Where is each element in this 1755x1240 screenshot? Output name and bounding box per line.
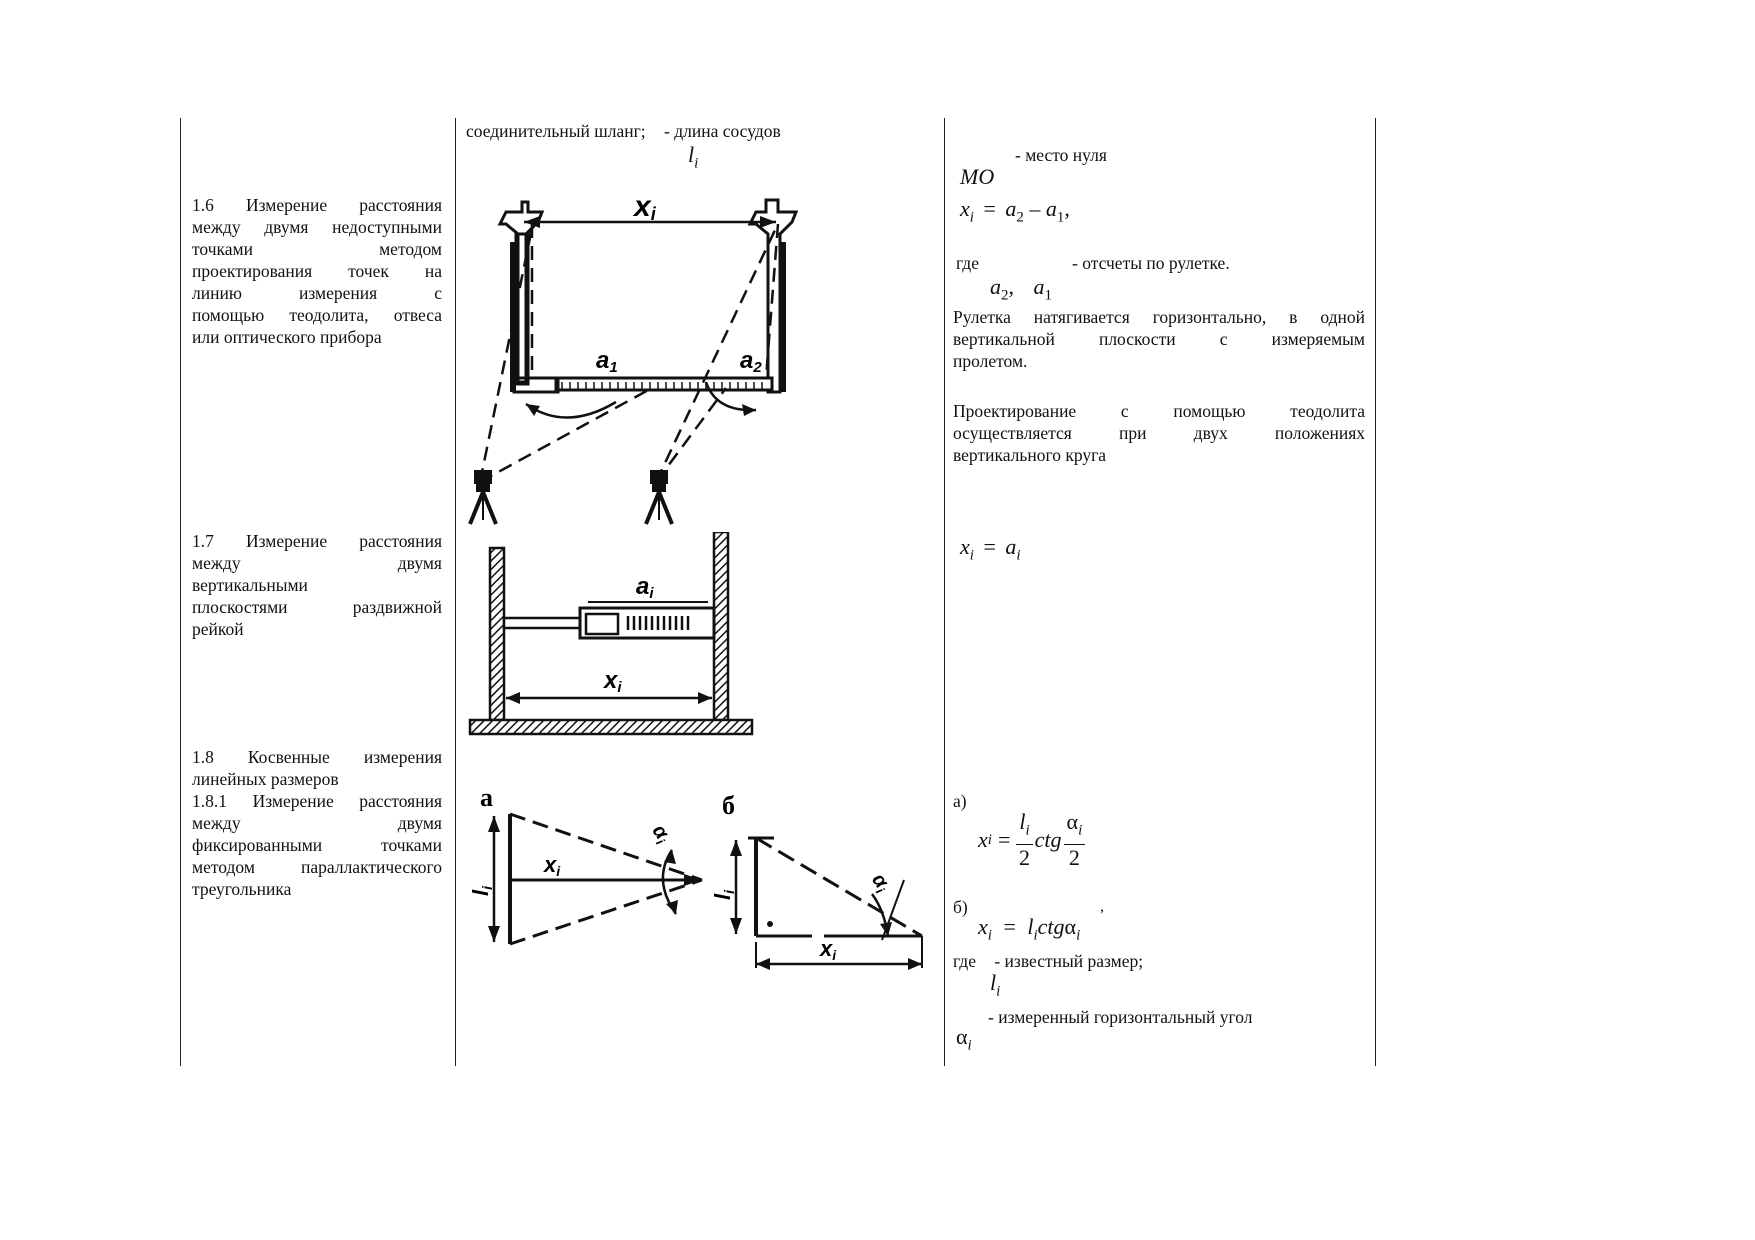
row17-desc-line: 1.7 Измерение расстояния	[192, 531, 442, 551]
row16-desc-line: проектирования точек на	[192, 261, 442, 281]
where-label: где	[956, 253, 979, 273]
row18-desc-line: фиксированными точками	[192, 835, 442, 855]
row16-desc-line: или оптического прибора	[192, 327, 382, 347]
left-column	[497, 200, 545, 384]
formula-xi-a2-a1: xi = a2 – a1,	[960, 196, 1070, 226]
hose-caption-text: соединительный шланг;	[466, 121, 646, 141]
tape-line: пролетом.	[953, 351, 1028, 371]
case-a-label: а)	[953, 791, 967, 811]
figure-tag-b: б	[722, 791, 735, 820]
hose-caption: соединительный шланг; - длина сосудов	[466, 120, 781, 142]
row16-desc-line: 1.6 Измерение расстояния	[192, 195, 442, 215]
where-label: где	[953, 951, 976, 971]
formula-parallax-b: xi = lictgαi	[978, 914, 1081, 944]
table-border-col2	[944, 118, 945, 1066]
theodolite-right	[644, 470, 674, 525]
row16-desc-line: точками методом	[192, 239, 442, 259]
row17-desc-line: между двумя	[192, 553, 442, 573]
formula-b-comma: ,	[1100, 898, 1104, 915]
row17-desc-line: рейкой	[192, 619, 244, 639]
row18-description: 1.8 Косвенные измерения линейных размеро…	[192, 746, 442, 900]
label-xi: xi	[543, 852, 561, 879]
parallax-figure-b: б li αi xi	[712, 791, 923, 970]
wall-right	[712, 532, 730, 722]
li-definition: где - известный размер;	[953, 950, 1143, 972]
row18-desc-line: 1.8.1 Измерение расстояния	[192, 791, 442, 811]
alpha-var: αi	[956, 1024, 972, 1054]
label-li: li	[468, 885, 495, 896]
row18-desc-line: методом параллактического	[192, 857, 442, 877]
table-border-col1	[455, 118, 456, 1066]
row17-desc-line: плоскостями раздвижной	[192, 597, 442, 617]
label-alpha: αi	[646, 821, 675, 848]
row17-desc-line: вертикальными	[192, 575, 308, 595]
tape-line: Рулетка натягивается горизонтально, в од…	[953, 307, 1365, 327]
table-border-left	[180, 118, 181, 1066]
right-column	[747, 198, 799, 394]
label-xi: xi	[819, 936, 837, 963]
row18-desc-line: между двумя	[192, 813, 442, 833]
label-li: li	[712, 889, 737, 900]
row18-desc-line: линейных размеров	[192, 769, 339, 789]
case-b-label: б)	[953, 897, 968, 917]
row16-desc-line: помощью теодолита, отвеса	[192, 305, 442, 325]
mo-text: - место нуля	[1015, 145, 1107, 165]
row17-description: 1.7 Измерение расстояния между двумя вер…	[192, 530, 442, 640]
li-text: - известный размер;	[994, 951, 1144, 971]
tape-paragraph: Рулетка натягивается горизонтально, в од…	[953, 306, 1365, 372]
projection-line: осуществляется при двух положениях	[953, 423, 1365, 443]
alpha-definition: - измеренный горизонтальный угол	[988, 1007, 1253, 1027]
table-border-right	[1375, 118, 1376, 1066]
wall-left	[488, 546, 506, 722]
label-a2: a2	[740, 347, 762, 376]
projection-line: Проектирование с помощью теодолита	[953, 401, 1365, 421]
measuring-tape	[554, 376, 774, 392]
projection-line: вертикального круга	[953, 445, 1107, 465]
tape-line: вертикальной плоскости с измеряемым	[953, 329, 1365, 349]
li-var: li	[990, 970, 1001, 1000]
vessel-length-var: li	[688, 142, 699, 172]
figure-tag-a: а	[480, 784, 493, 812]
projection-figure: xi a1 a2	[468, 190, 799, 525]
projection-paragraph: Проектирование с помощью теодолита осуще…	[953, 400, 1365, 466]
label-xi: xi	[602, 667, 622, 696]
row16-description: 1.6 Измерение расстояния между двумя нед…	[192, 194, 442, 348]
formula-xi-ai: xi = ai	[960, 534, 1021, 564]
readings-text: - отсчеты по рулетке.	[1072, 253, 1230, 273]
label-alpha: αi	[866, 869, 895, 896]
row16-desc-line: линию измерения с	[192, 283, 442, 303]
floor	[468, 718, 754, 736]
parallax-figure-a: а li xi αi	[468, 784, 703, 946]
theodolite-left	[468, 470, 498, 525]
sliding-rod-figure: ai xi	[468, 532, 754, 736]
vessel-length-text: - длина сосудов	[664, 121, 781, 141]
label-a1: a1	[596, 347, 618, 376]
readings-vars: a2, a1	[990, 274, 1052, 304]
row16-desc-line: между двумя недоступными	[192, 217, 442, 237]
arrow-head	[760, 216, 776, 228]
label-ai: ai	[636, 573, 654, 602]
label-xi-top: xi	[632, 190, 657, 224]
row18-desc-line: 1.8 Косвенные измерения	[192, 747, 442, 767]
mo-label: МО	[960, 164, 995, 189]
row18-desc-line: треугольника	[192, 879, 292, 899]
